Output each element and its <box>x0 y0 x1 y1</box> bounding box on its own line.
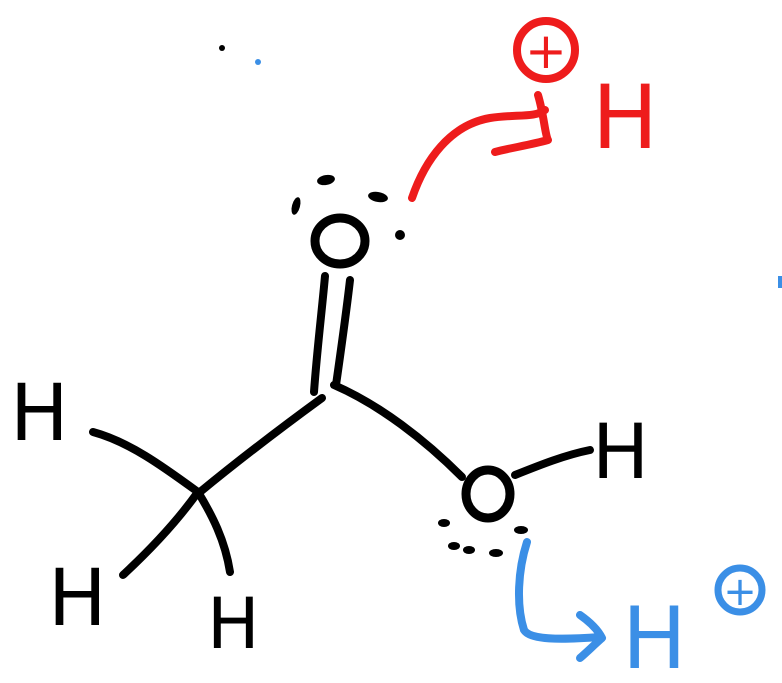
red-hydrogen-label: H <box>592 66 658 169</box>
red-curved-arrow <box>408 106 549 202</box>
red-positive-charge-circle <box>513 17 579 83</box>
blue-arrow-head <box>576 611 606 662</box>
methyl-bond-top-left <box>89 428 202 496</box>
blue-hydrogen-label: H <box>622 589 687 683</box>
double-bond-line-1 <box>310 272 329 396</box>
hydrogen-label-bottom-mid: H <box>207 583 260 665</box>
blue-positive-charge-sign: + <box>723 569 757 615</box>
hydroxyl-oxygen-ring <box>461 465 515 523</box>
edge-mark <box>778 276 782 288</box>
methyl-bond-bottom-mid <box>194 488 234 576</box>
carbon-carbon-bond <box>196 394 326 496</box>
red-positive-charge-sign: + <box>525 22 567 80</box>
blue-positive-charge-circle <box>714 564 766 616</box>
hydrogen-label-top-left: H <box>10 369 69 459</box>
carbon-hydroxyl-bond <box>330 381 466 481</box>
oxygen-hydrogen-bond <box>511 446 594 479</box>
red-arrow-head <box>491 91 552 156</box>
blue-curved-arrow <box>515 538 604 643</box>
hydrogen-label-bottom-left: H <box>48 554 107 644</box>
methyl-bond-bottom-left <box>119 488 202 579</box>
carbonyl-oxygen-ring <box>310 213 370 269</box>
stray-dot-black <box>219 45 225 51</box>
double-bond-line-2 <box>332 276 354 389</box>
hydroxyl-oxygen-lone-pairs <box>438 519 528 557</box>
stray-dot-blue <box>255 59 261 65</box>
hydrogen-label-hydroxyl: H <box>592 407 649 496</box>
carbonyl-oxygen-lone-pairs <box>291 174 405 240</box>
